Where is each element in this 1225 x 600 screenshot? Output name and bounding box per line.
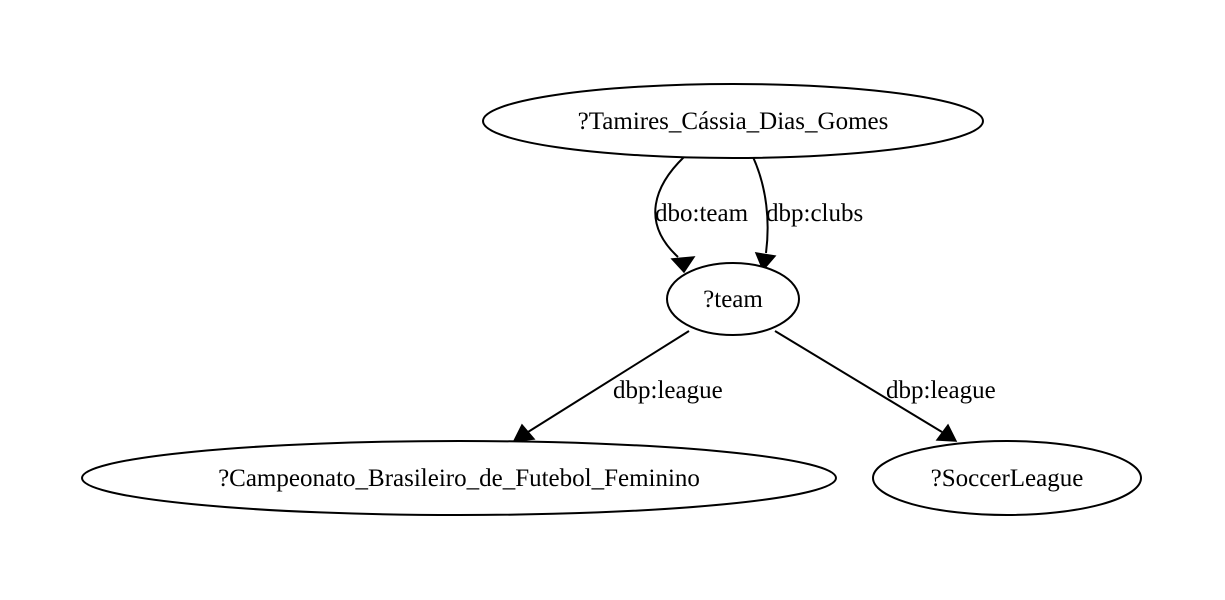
edge-label-league-soccer: dbp:league	[886, 377, 996, 404]
node-label-team: ?team	[703, 286, 763, 313]
edge-label-dbp-clubs: dbp:clubs	[766, 200, 863, 227]
arrowhead-league-soccer	[935, 423, 958, 442]
edge-label-dbo-team: dbo:team	[655, 200, 749, 227]
edge-clubs-dbp: dbp:clubs	[752, 156, 863, 272]
arrowhead-dbo-team	[670, 256, 696, 274]
edge-league-campeonato: dbp:league	[512, 330, 723, 442]
arrowhead-dbp-clubs	[754, 252, 777, 272]
node-label-soccer-league: ?SoccerLeague	[931, 465, 1084, 492]
arrowhead-league-campeonato	[512, 423, 536, 442]
node-ellipse-team	[666, 262, 800, 336]
edge-line-dbo-team	[654, 156, 685, 258]
node-soccer-league: ?SoccerLeague	[872, 440, 1142, 516]
edge-line-dbp-clubs	[752, 156, 769, 254]
node-campeonato: ?Campeonato_Brasileiro_de_Futebol_Femini…	[81, 440, 837, 516]
node-ellipse-soccer-league	[872, 440, 1142, 516]
edge-line-league-soccer	[774, 330, 943, 433]
edge-line-league-campeonato	[527, 330, 690, 433]
node-ellipse-campeonato	[81, 440, 837, 516]
node-label-campeonato: ?Campeonato_Brasileiro_de_Futebol_Femini…	[218, 465, 700, 492]
node-ellipse-tamires	[482, 83, 984, 159]
node-team: ?team	[666, 262, 800, 336]
node-tamires: ?Tamires_Cássia_Dias_Gomes	[482, 83, 984, 159]
edge-team-dbo: dbo:team	[654, 156, 749, 274]
edge-league-soccer: dbp:league	[774, 330, 996, 442]
node-label-tamires: ?Tamires_Cássia_Dias_Gomes	[578, 108, 889, 135]
edge-label-league-campeonato: dbp:league	[613, 377, 723, 404]
